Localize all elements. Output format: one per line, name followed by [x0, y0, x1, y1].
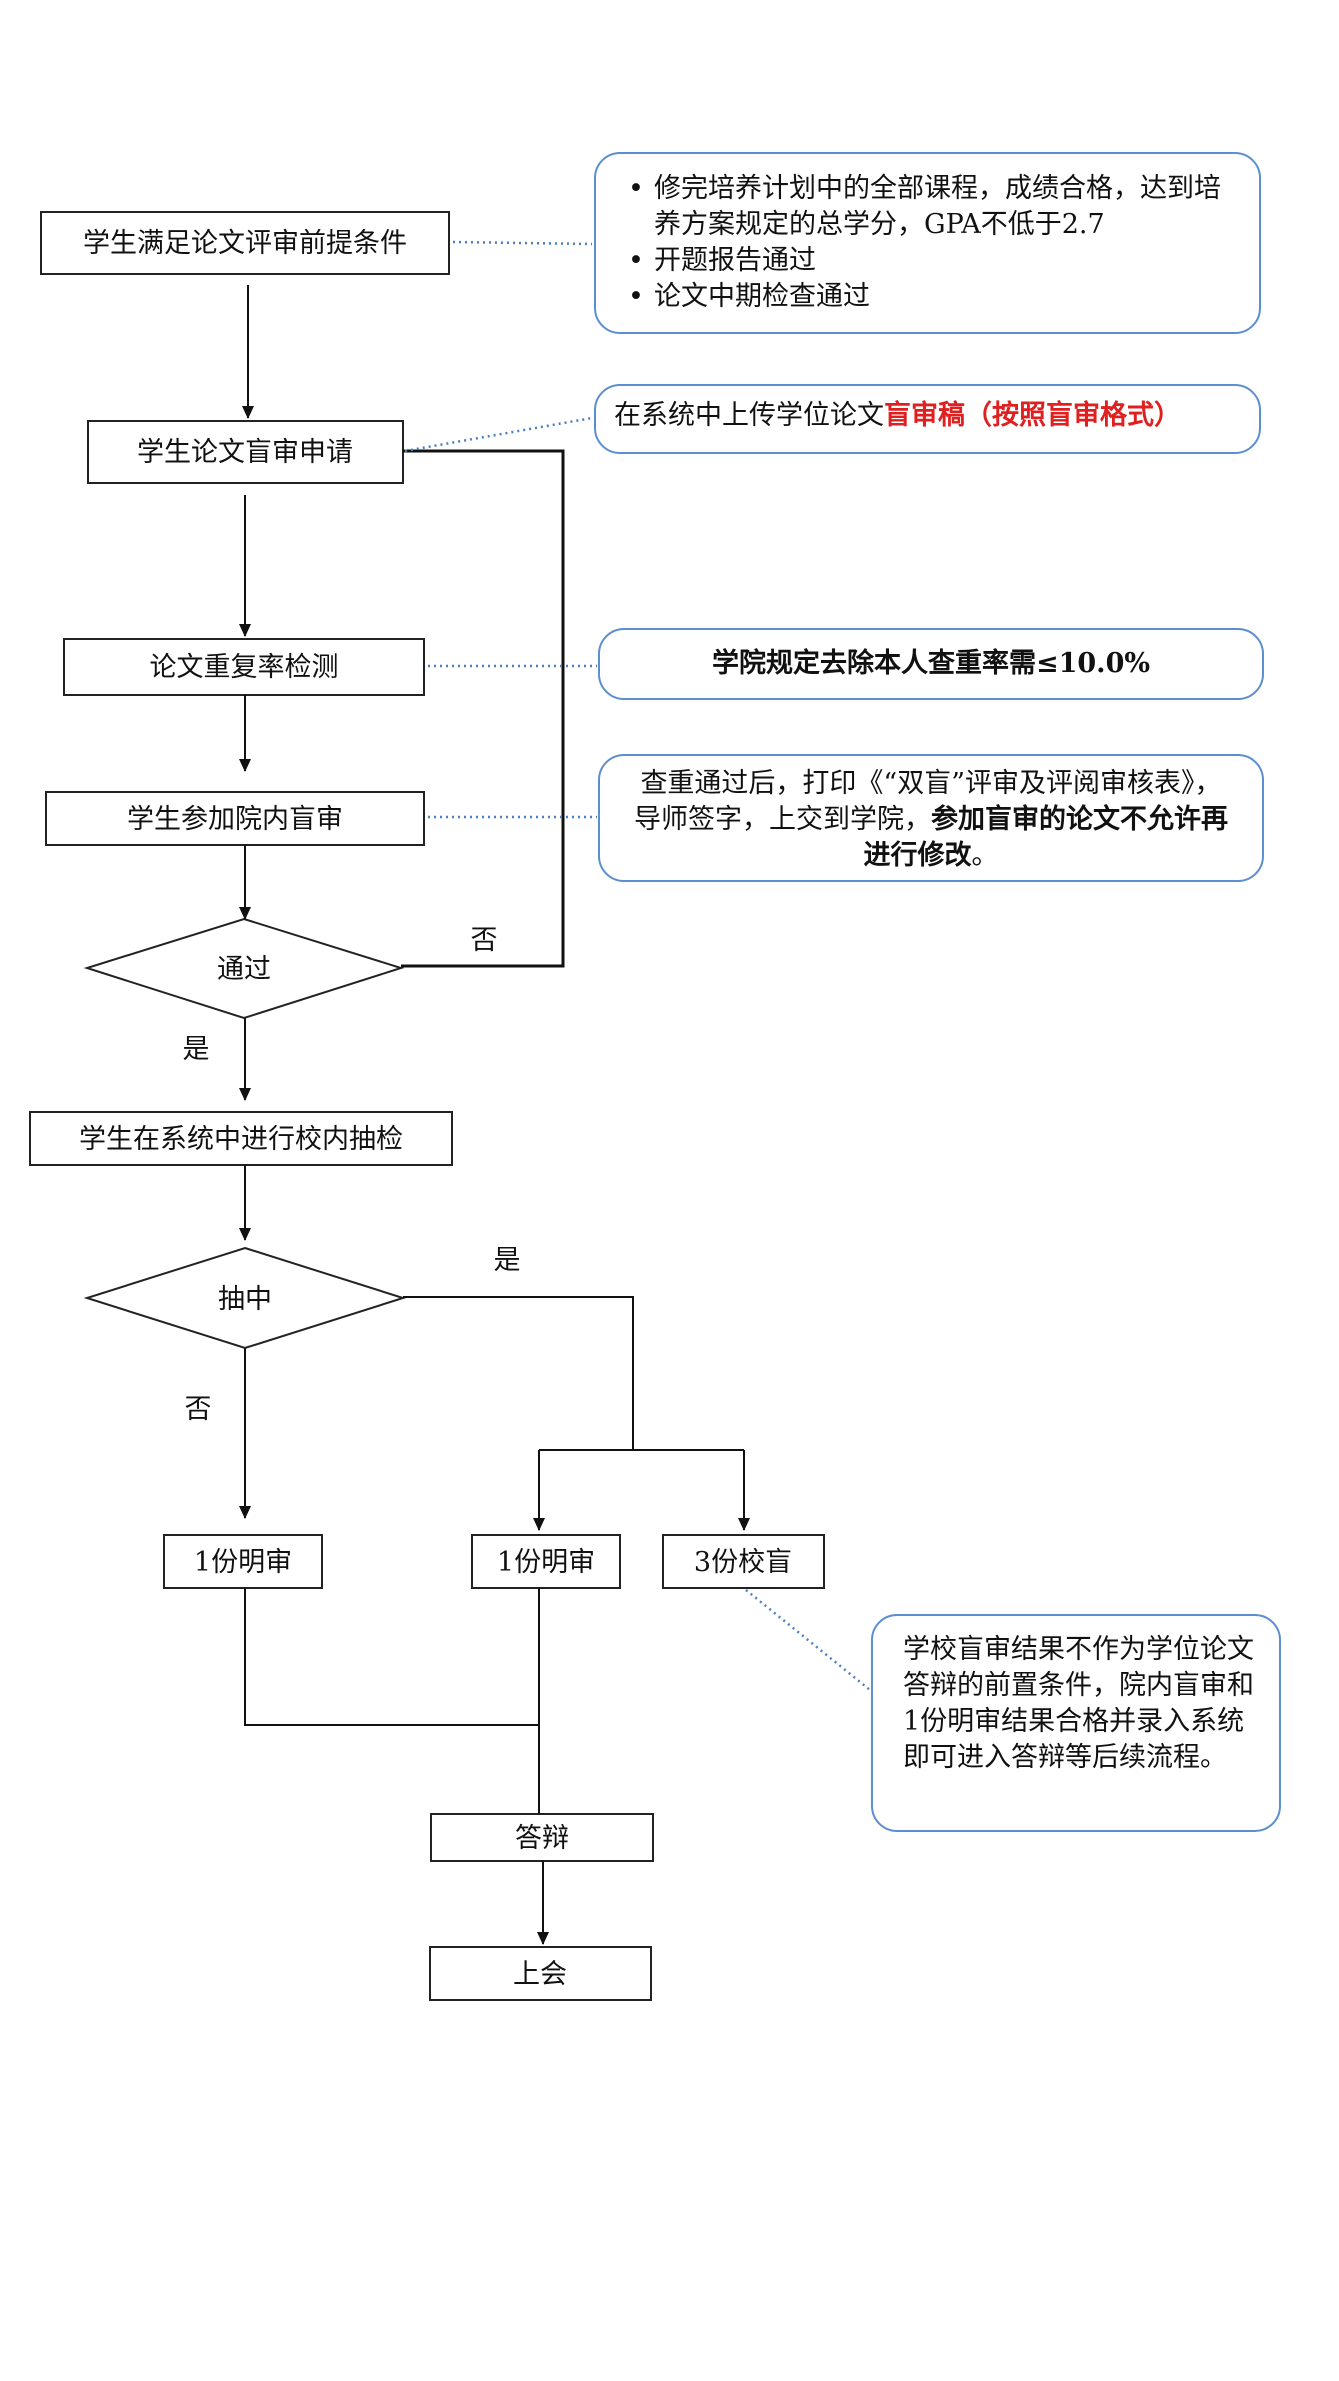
node-plagiarism-check: 论文重复率检测 [63, 638, 425, 696]
note-print-bold: 参加盲审的论文不允许再进行修改 [863, 804, 1229, 871]
node-school-sampling: 学生在系统中进行校内抽检 [29, 1111, 453, 1166]
node-prerequisite: 学生满足论文评审前提条件 [40, 211, 450, 275]
node-open-review-a-label: 1份明审 [194, 1547, 292, 1578]
edge-label-pass-yes: 是 [183, 1034, 210, 1065]
node-meeting: 上会 [429, 1946, 652, 2001]
connector-open-review-a-merge [244, 1588, 539, 1726]
note-print-text: 查重通过后，打印《“双盲”评审及评阅审核表》，导师签字，上交到学院， [634, 768, 1222, 835]
node-school-blind-label: 3份校盲 [694, 1547, 792, 1578]
dotted-link-school-blind-note [745, 1589, 871, 1691]
edge-label-sampled-yes: 是 [494, 1245, 521, 1276]
node-meeting-label: 上会 [513, 1959, 567, 1990]
edge-label-pass-no: 否 [471, 925, 498, 956]
edge-label-sampled-no: 否 [185, 1394, 212, 1425]
node-college-review: 学生参加院内盲审 [45, 791, 425, 846]
node-school-sampling-label: 学生在系统中进行校内抽检 [79, 1124, 403, 1155]
note-prerequisites-item: 修完培养计划中的全部课程，成绩合格，达到培养方案规定的总学分，GPA不低于2.7 [616, 171, 1233, 243]
note-similarity: 学院规定去除本人查重率需≤10.0% [598, 628, 1264, 700]
note-print-form: 查重通过后，打印《“双盲”评审及评阅审核表》，导师签字，上交到学院，参加盲审的论… [598, 754, 1264, 882]
node-prerequisite-label: 学生满足论文评审前提条件 [83, 228, 407, 259]
node-college-review-label: 学生参加院内盲审 [127, 804, 343, 835]
dotted-link-prerequisite-note [452, 240, 593, 246]
node-blind-review-apply: 学生论文盲审申请 [87, 420, 404, 484]
decision-pass-label: 通过 [217, 954, 271, 985]
connector-pass-no-loop [401, 449, 565, 968]
connector-sampled-yes [403, 1296, 634, 1450]
node-open-review-b-label: 1份明审 [497, 1547, 595, 1578]
node-blind-review-apply-label: 学生论文盲审申请 [137, 437, 353, 468]
note-prerequisites-list: 修完培养计划中的全部课程，成绩合格，达到培养方案规定的总学分，GPA不低于2.7… [616, 171, 1233, 315]
note-school-blind: 学校盲审结果不作为学位论文答辩的前置条件，院内盲审和1份明审结果合格并录入系统即… [871, 1614, 1281, 1832]
decision-sampled: 抽中 [83, 1246, 407, 1350]
dotted-link-upload-note [404, 416, 593, 453]
note-upload: 在系统中上传学位论文盲审稿（按照盲审格式） [594, 384, 1261, 454]
note-prerequisites-item: 论文中期检查通过 [616, 279, 1233, 315]
node-plagiarism-check-label: 论文重复率检测 [150, 652, 339, 683]
node-defense: 答辩 [430, 1813, 654, 1862]
note-print-suffix: 。 [971, 840, 999, 871]
note-prerequisites-item: 开题报告通过 [616, 243, 1233, 279]
note-upload-highlight: 盲审稿（按照盲审格式） [884, 400, 1181, 431]
node-school-blind: 3份校盲 [662, 1534, 825, 1589]
node-defense-label: 答辩 [515, 1823, 569, 1854]
decision-pass: 通过 [83, 917, 405, 1020]
note-upload-text: 在系统中上传学位论文 [614, 400, 884, 431]
note-school-blind-text: 学校盲审结果不作为学位论文答辩的前置条件，院内盲审和1份明审结果合格并录入系统即… [903, 1634, 1254, 1773]
note-similarity-text: 学院规定去除本人查重率需≤10.0% [711, 648, 1151, 679]
node-open-review-a: 1份明审 [163, 1534, 323, 1589]
note-prerequisites: 修完培养计划中的全部课程，成绩合格，达到培养方案规定的总学分，GPA不低于2.7… [594, 152, 1261, 334]
node-open-review-b: 1份明审 [471, 1534, 621, 1589]
decision-sampled-label: 抽中 [218, 1284, 272, 1315]
